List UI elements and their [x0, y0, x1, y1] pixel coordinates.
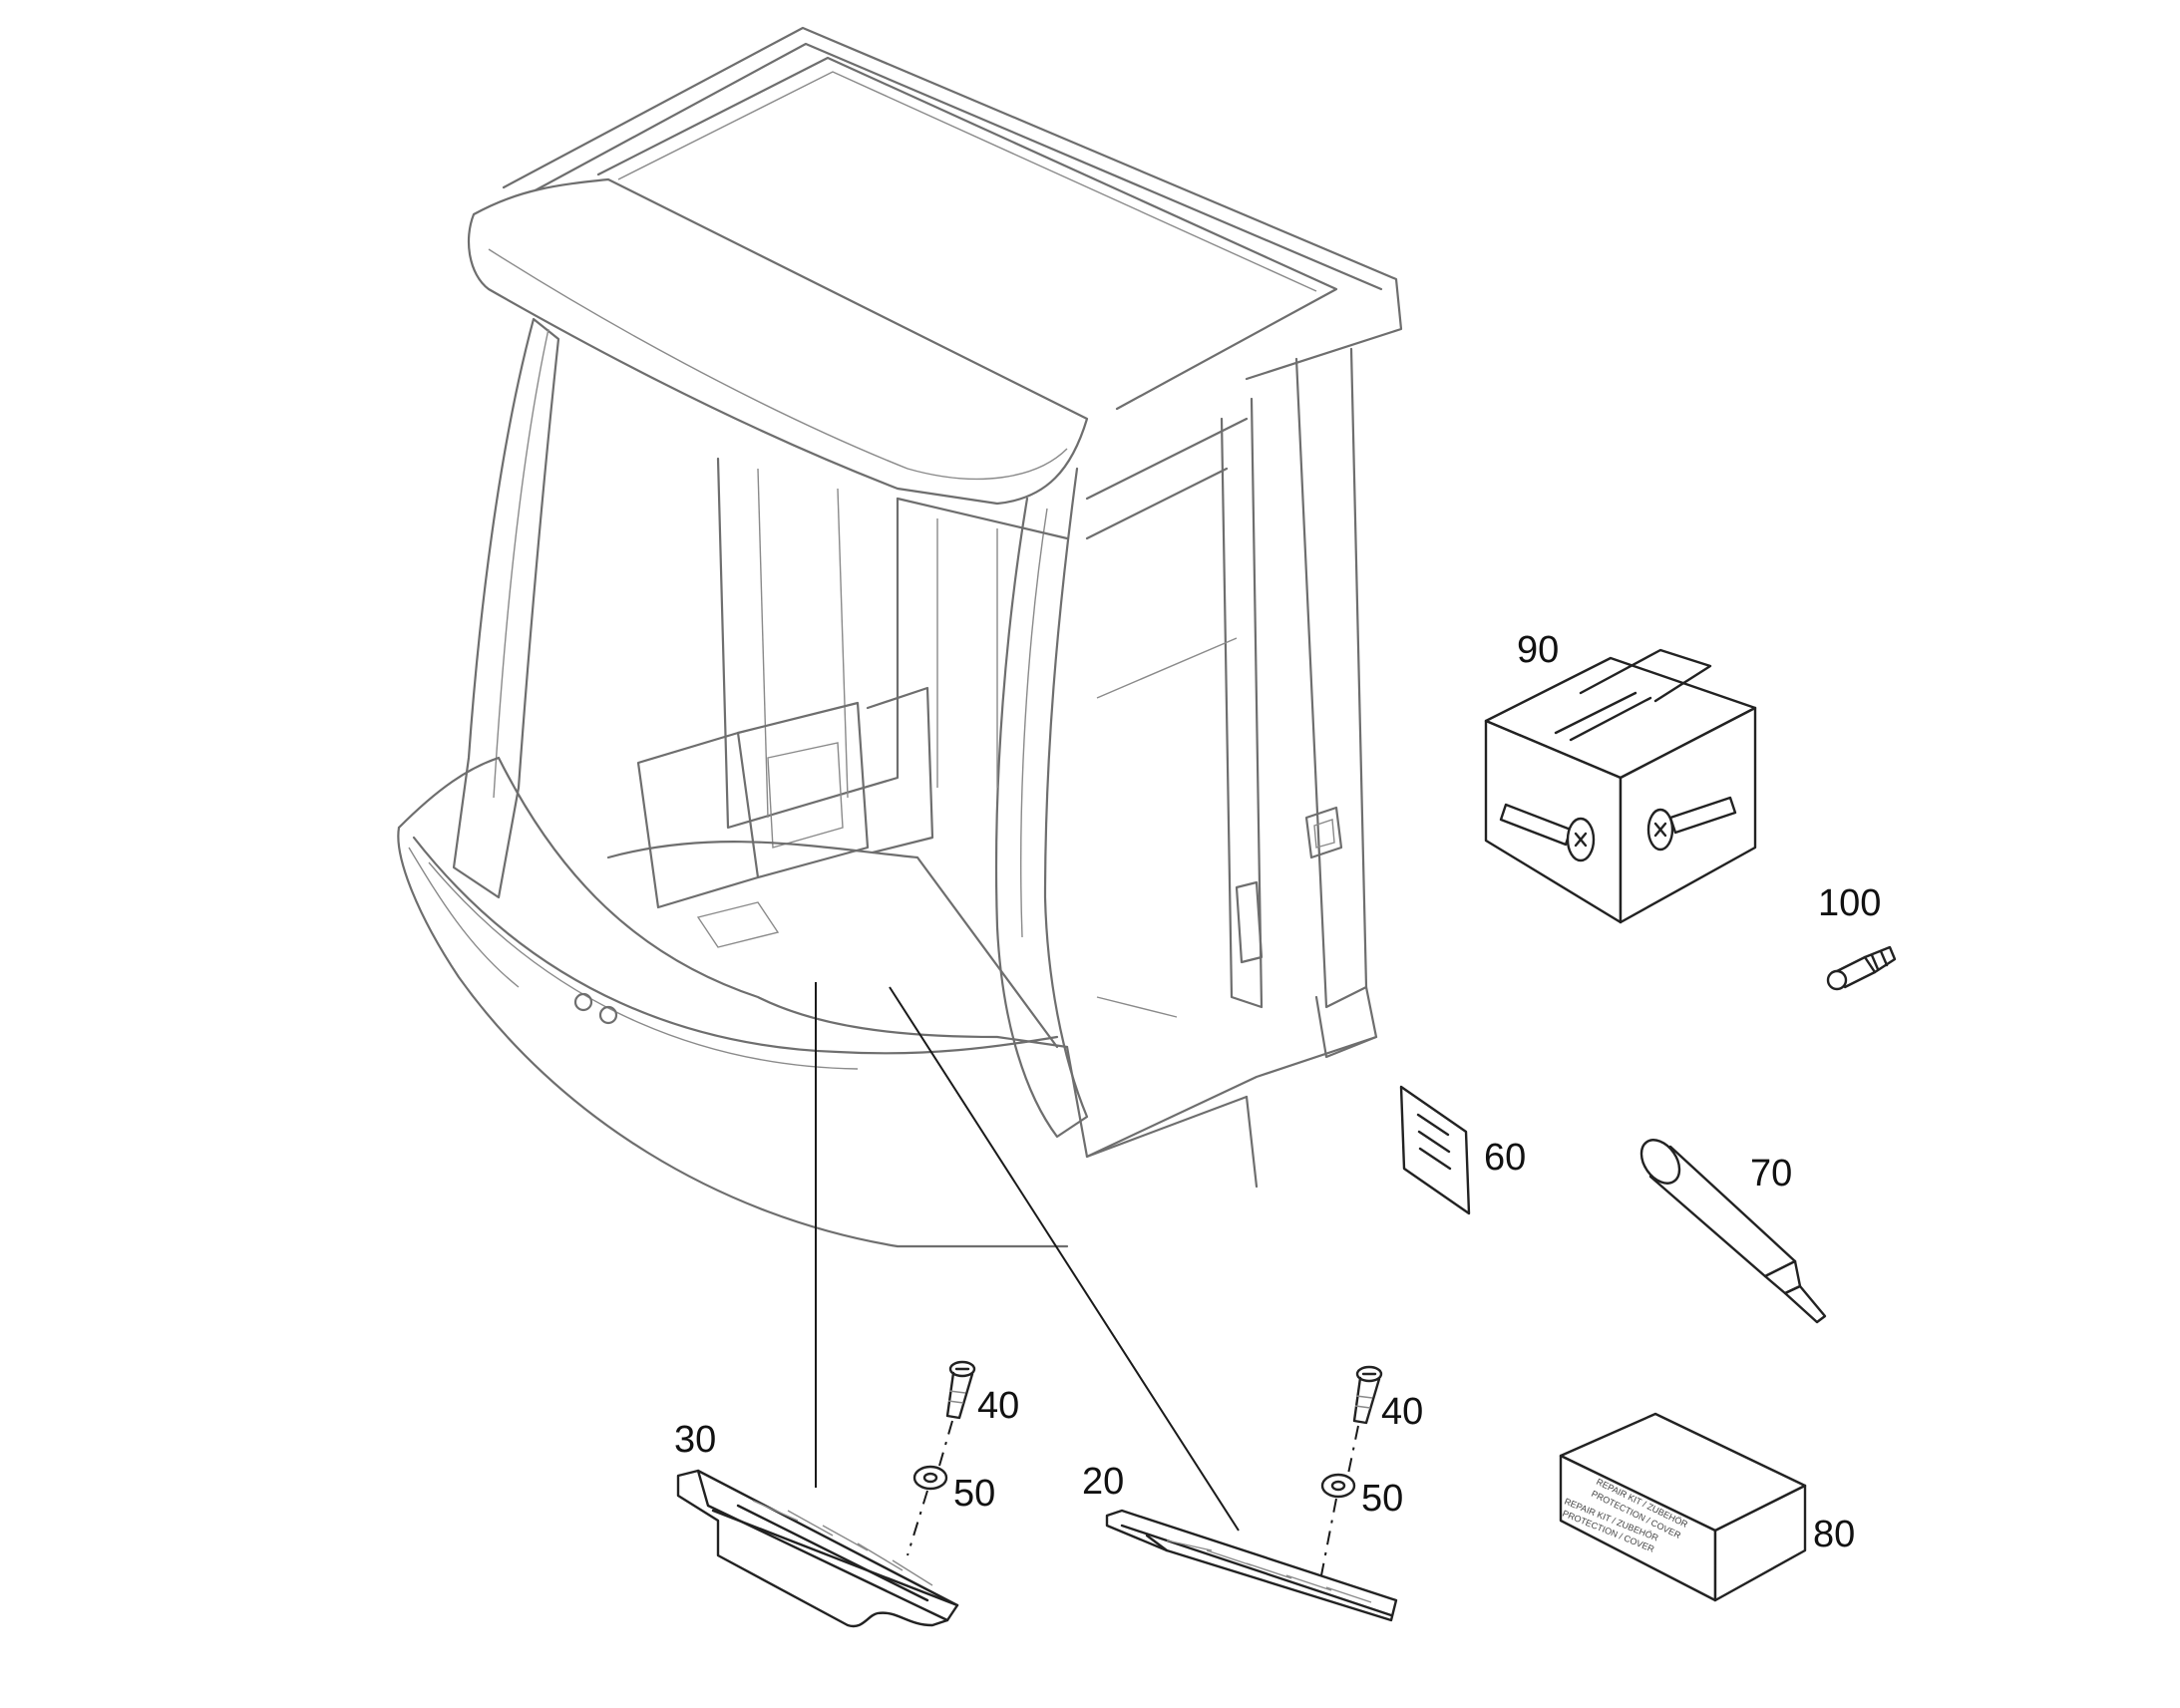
- washer-right: [1320, 1473, 1356, 1499]
- callout-50-right: 50: [1361, 1478, 1403, 1520]
- dash-left-upper: [938, 1420, 953, 1467]
- sealant-cartridge: [1639, 1139, 1827, 1324]
- callout-90: 90: [1517, 629, 1559, 671]
- callout-80: 80: [1813, 1514, 1855, 1555]
- operator-cab: [397, 26, 1403, 1248]
- dash-left-lower: [907, 1490, 928, 1556]
- grease-nipple: [1826, 945, 1897, 991]
- callout-40-right: 40: [1381, 1391, 1423, 1433]
- fastener-box: [1484, 648, 1757, 924]
- callout-20: 20: [1082, 1461, 1124, 1503]
- callout-100: 100: [1818, 882, 1881, 924]
- step-right: [1105, 1509, 1398, 1622]
- screw-right: [1352, 1365, 1383, 1425]
- kit-box: REPAIR KIT / ZUBEHÖR PROTECTION / COVER …: [1559, 1412, 1807, 1602]
- instruction-sheet: [1399, 1085, 1471, 1215]
- callout-50-left: 50: [953, 1473, 995, 1515]
- callout-30: 30: [674, 1419, 716, 1461]
- step-left: [676, 1469, 959, 1628]
- leader-20: [889, 986, 1240, 1532]
- callout-70: 70: [1750, 1153, 1792, 1195]
- screw-left: [945, 1360, 976, 1420]
- callout-40-left: 40: [977, 1385, 1019, 1427]
- callout-60: 60: [1484, 1137, 1526, 1179]
- dash-right-lower: [1320, 1498, 1337, 1576]
- dash-right-upper: [1347, 1425, 1359, 1475]
- washer-left: [912, 1465, 948, 1491]
